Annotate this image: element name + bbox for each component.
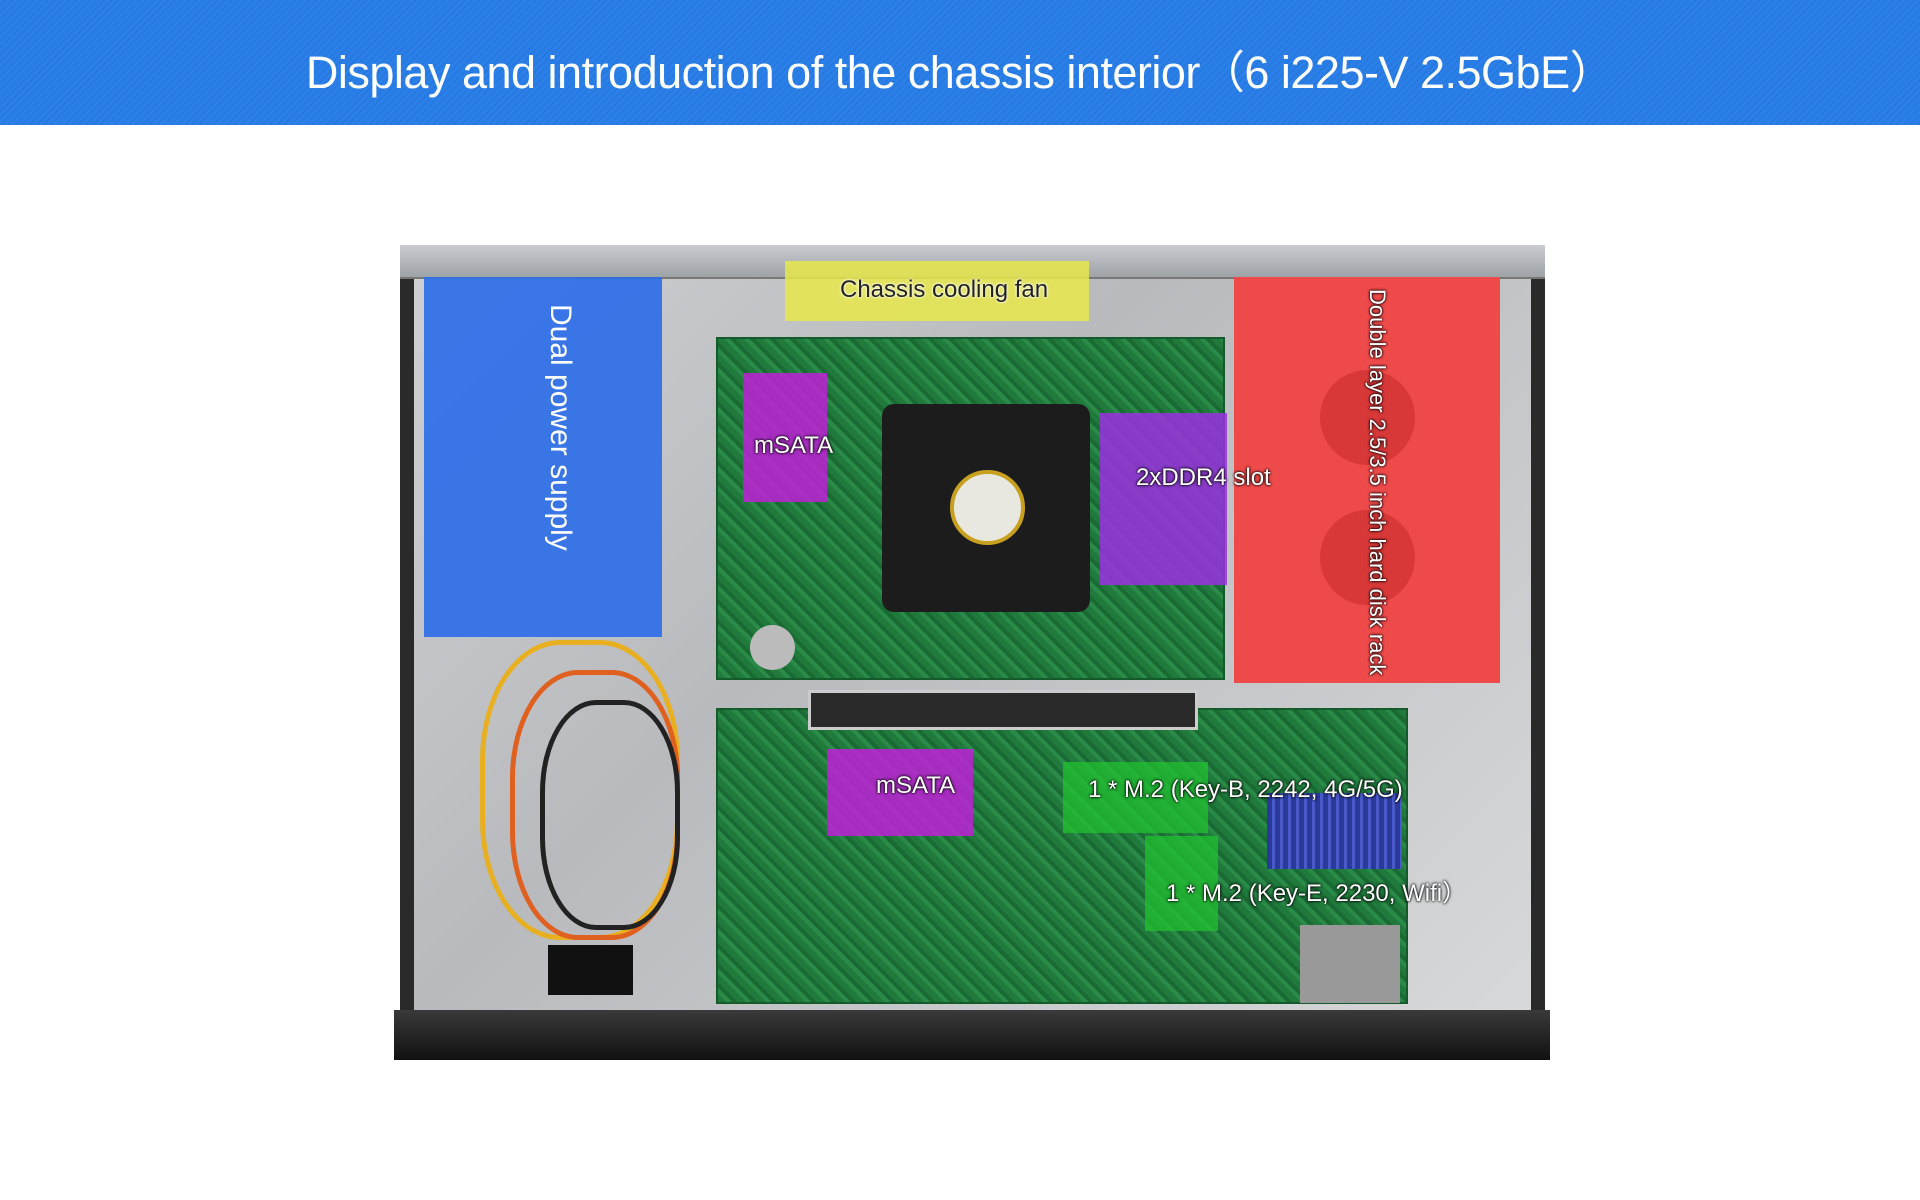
power-supply-label: Dual power supply <box>544 304 577 551</box>
m2-key-b-highlight <box>1063 762 1208 833</box>
cpu-fan-hub <box>950 470 1025 545</box>
memory-slot-connector <box>808 690 1198 730</box>
m2-key-e-highlight <box>1145 836 1218 931</box>
page-title: Display and introduction of the chassis … <box>305 47 1615 98</box>
sfp-ports <box>1300 925 1400 1003</box>
psu-connector <box>548 945 633 995</box>
msata-top-label: mSATA <box>754 432 834 459</box>
hdd-rack-hole <box>1320 370 1415 465</box>
cmos-battery <box>750 625 795 670</box>
cooling-fan-label: Chassis cooling fan <box>840 276 1049 303</box>
header-banner: Display and introduction of the chassis … <box>0 0 1920 125</box>
power-supply-highlight <box>424 277 662 637</box>
m2-key-e-label: 1 * M.2 (Key-E, 2230, Wifi） <box>1166 880 1467 907</box>
m2-key-b-label: 1 * M.2 (Key-B, 2242, 4G/5G) <box>1088 776 1403 803</box>
front-panel <box>394 1010 1550 1060</box>
hdd-rack-highlight <box>1234 277 1500 683</box>
ddr4-highlight <box>1100 413 1227 585</box>
ddr4-label: 2xDDR4 slot <box>1136 464 1271 491</box>
msata-bottom-highlight <box>827 749 973 836</box>
msata-top-highlight <box>743 373 827 502</box>
hdd-rack-hole <box>1320 510 1415 605</box>
msata-bottom-label: mSATA <box>876 772 956 799</box>
hdd-rack-label: Double layer 2.5/3.5 inch hard disk rack <box>1365 289 1390 676</box>
heatsink <box>1267 793 1402 869</box>
cooling-fan-highlight <box>785 261 1089 321</box>
psu-cables <box>470 640 720 970</box>
